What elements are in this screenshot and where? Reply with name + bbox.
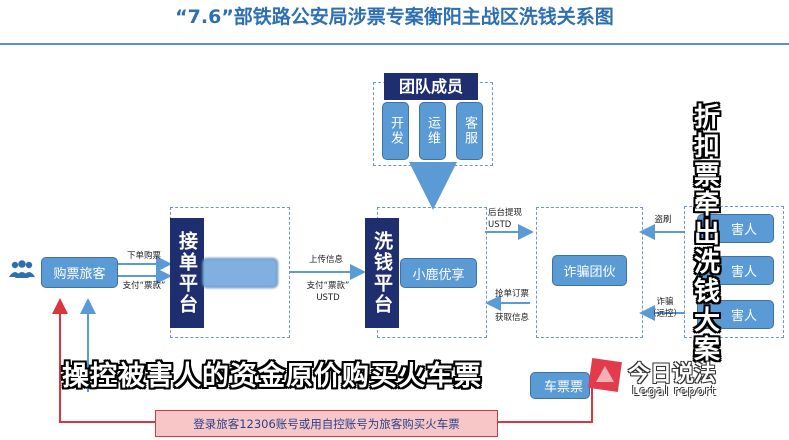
xiaolu-box: 小鹿优享 xyxy=(400,258,477,288)
title-rule xyxy=(0,43,789,45)
victim-group xyxy=(684,206,784,338)
label-get-info: 获取信息 xyxy=(494,313,529,323)
logo-sub-text: Legal report xyxy=(632,384,717,398)
label-fraud-remote: 诈骗 （远控） xyxy=(647,297,682,319)
victim-label-2: 害人 xyxy=(730,265,757,280)
label-pay-fare: 支付“票款” xyxy=(122,281,166,291)
bottom-note-box: 登录旅客12306账号或用自控账号为旅客购买火车票 xyxy=(155,410,498,437)
team-ops-box: 运维 xyxy=(419,102,446,160)
fraud-group xyxy=(536,207,643,338)
label-pay-fare-usdt: 支付“票款” USTD xyxy=(306,281,350,303)
logo-mark-icon xyxy=(588,358,622,392)
label-upload-info: 上传信息 xyxy=(308,255,343,265)
logo: 今日说法 Legal report xyxy=(588,356,748,402)
label-order-ticket: 下单购票 xyxy=(126,251,161,261)
subtitle-caption: 操控被害人的资金原价购买火车票 xyxy=(62,361,482,392)
blurred-platform-box xyxy=(202,258,278,288)
victim-label-3: 害人 xyxy=(730,309,757,324)
people-icon xyxy=(7,259,37,279)
diagram-title: “7.6”部铁路公安局涉票专案衡阳主战区洗钱关系图 xyxy=(175,6,614,28)
side-title-caption: 折扣票牵出洗钱大案 xyxy=(693,103,720,365)
victim-box-1: 害人 xyxy=(697,214,774,243)
logo-main-text: 今日说法 xyxy=(628,362,717,387)
team-members-label: 团队成员 xyxy=(384,73,478,100)
ticket-label: 车票票 xyxy=(543,380,583,395)
label-withdraw: 后台提现 USTD xyxy=(488,208,523,230)
victim-box-2: 害人 xyxy=(697,256,774,285)
victim-label-1: 害人 xyxy=(730,223,757,238)
label-grab-ticket: 抢单订票 xyxy=(494,289,529,299)
buyer-box: 购票旅客 xyxy=(41,257,118,288)
team-service-box: 客服 xyxy=(456,102,483,160)
fraud-gang-box: 诈骗团伙 xyxy=(552,255,627,286)
order-platform-label: 接单平台 xyxy=(170,218,204,328)
label-steal-card: 盗刷 xyxy=(654,215,672,225)
laundry-platform-label: 洗钱平台 xyxy=(365,218,399,328)
ticket-box: 车票票 xyxy=(530,372,590,399)
victim-box-3: 害人 xyxy=(697,300,774,329)
team-dev-box: 开发 xyxy=(382,102,409,160)
